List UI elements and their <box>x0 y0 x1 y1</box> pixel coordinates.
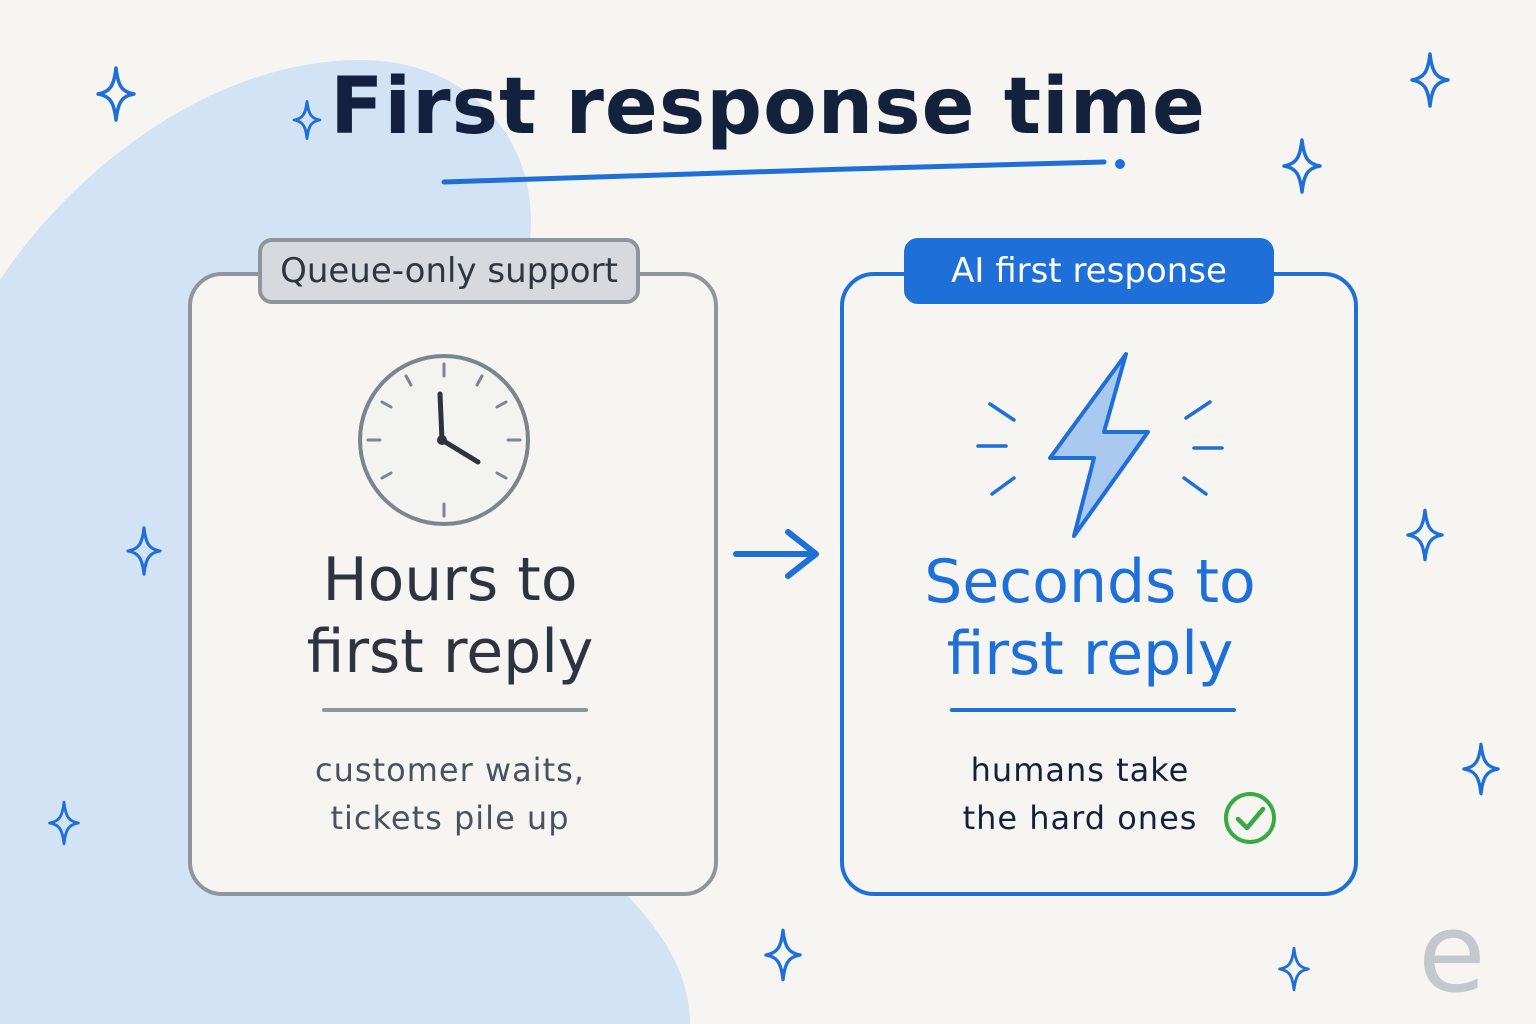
title-underline <box>441 159 1125 185</box>
sparkle-icon <box>48 800 80 846</box>
seconds-headline: Seconds to first reply <box>900 546 1280 690</box>
headline-line: Hours to <box>322 545 578 615</box>
arrow-right-icon <box>733 529 819 579</box>
check-circle-icon <box>1224 792 1276 844</box>
queue-caption: customer waits, tickets pile up <box>270 746 630 842</box>
sparkle-icon <box>292 100 322 140</box>
sparkle-icon <box>1462 742 1500 796</box>
humans-caption: humans take the hard ones <box>930 746 1230 842</box>
brand-logo: e <box>1418 889 1486 1017</box>
ai-first-response-card <box>840 272 1358 896</box>
sparkle-icon <box>1278 946 1310 992</box>
queue-only-tag: Queue-only support <box>258 238 640 304</box>
caption-line: the hard ones <box>962 799 1198 837</box>
hours-headline: Hours to first reply <box>260 544 640 688</box>
headline-line: first reply <box>946 619 1234 689</box>
caption-line: customer waits, <box>315 751 585 789</box>
page-title: First response time <box>330 62 1206 152</box>
headline-line: Seconds to <box>924 547 1256 617</box>
lightning-bolt-icon <box>976 352 1224 538</box>
sparkle-icon <box>1282 138 1322 194</box>
sparkle-icon <box>1406 508 1444 562</box>
sparkle-icon <box>1410 52 1450 108</box>
caption-line: humans take <box>970 751 1190 789</box>
sparkle-icon <box>764 928 802 982</box>
ai-first-response-tag: AI first response <box>904 238 1274 304</box>
clock-icon <box>358 354 530 526</box>
right-divider <box>950 708 1236 712</box>
sparkle-icon <box>126 526 162 576</box>
caption-line: tickets pile up <box>330 799 570 837</box>
sparkle-icon <box>96 66 136 122</box>
left-divider <box>322 708 588 712</box>
headline-line: first reply <box>306 617 594 687</box>
